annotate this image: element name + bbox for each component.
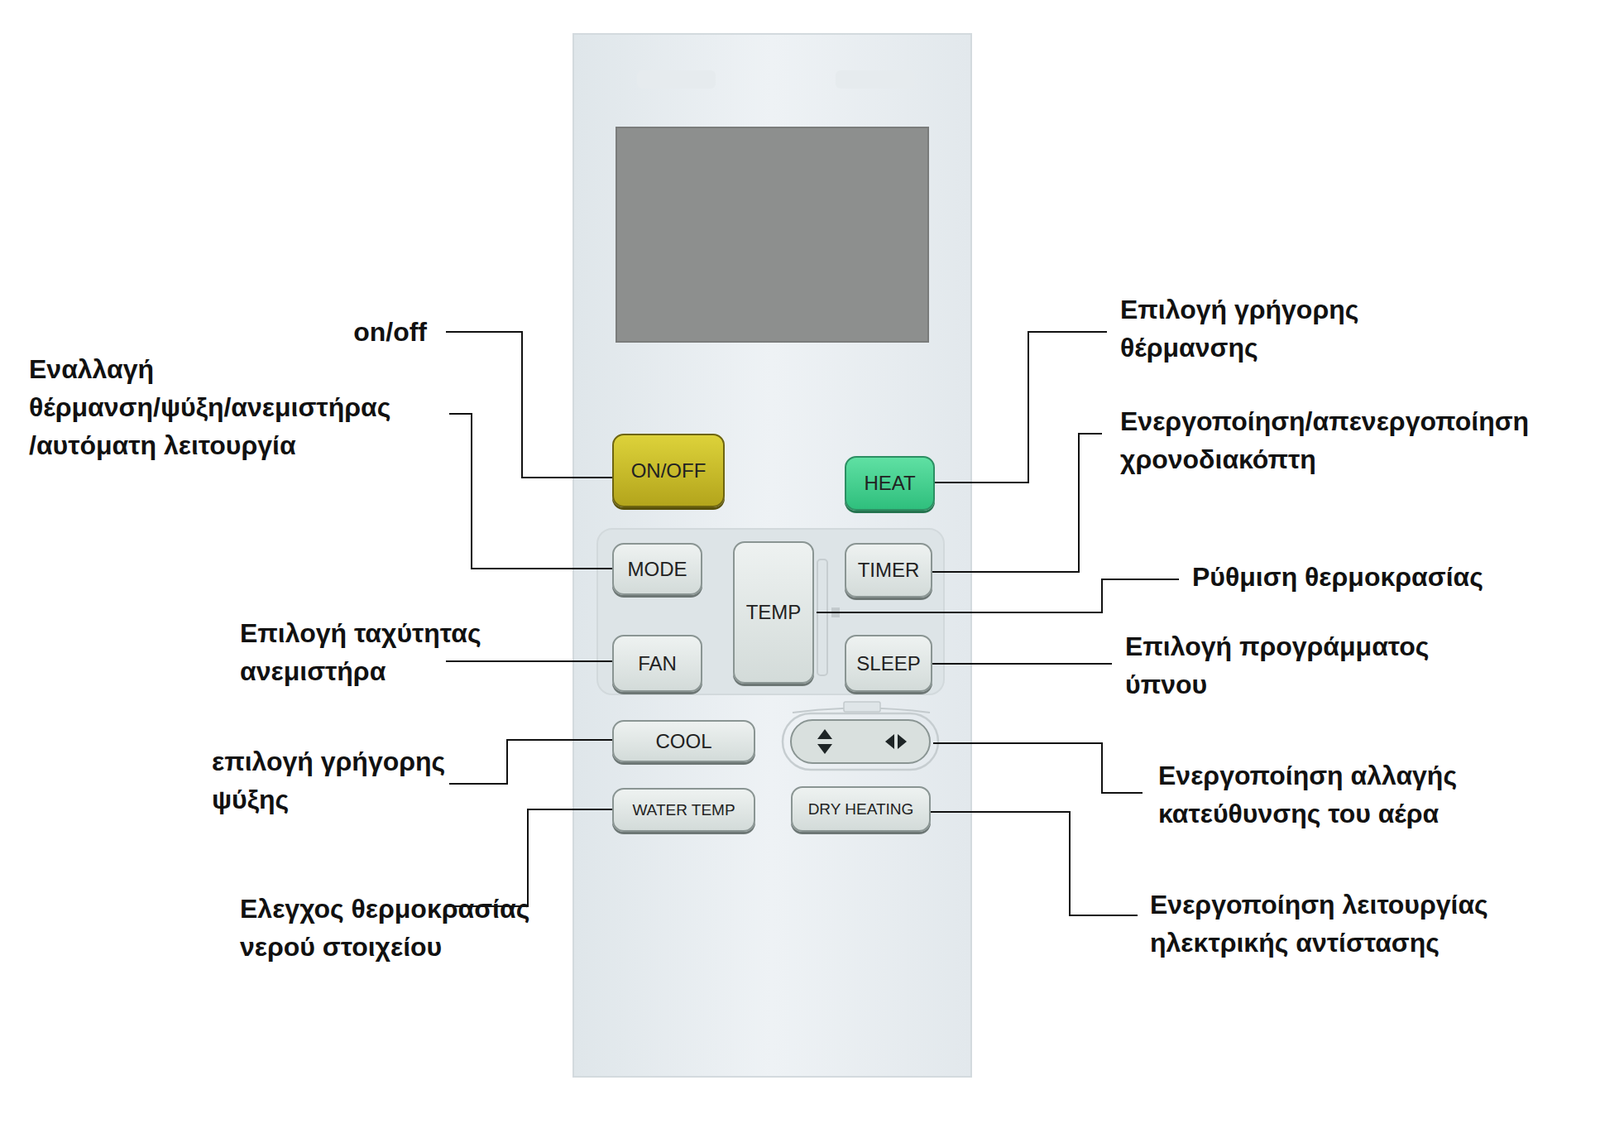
label-word: θέρμανσης [1120,332,1259,363]
arrow-down [817,743,833,754]
label-word: Επιλογή [1120,294,1227,325]
callout-label: Ενεργοποίηση/απενεργοποίηση χρονοδιακόπτ… [1120,402,1584,479]
label-word: γρήγορης [320,746,446,777]
label-word: ηλεκτρικής [1149,927,1289,958]
callout-label: Επιλογή ταχύτητας ανεμιστήρα [239,613,522,690]
label-word: Ρύθμιση [1192,561,1298,592]
callout-label: Ενεργοποίηση αλλαγής κατεύθυνσης του αέρ… [1158,756,1490,833]
arrow-up [817,728,833,739]
button-text: FAN [637,651,677,676]
label-word: νερού [239,931,316,962]
arrow-right [897,733,907,749]
button-text: SLEEP [856,651,920,676]
label-word: αντίστασης [1295,927,1440,958]
leader-line [933,742,1143,793]
label-word: επιλογή [211,746,314,777]
label-word: γρήγορης [1234,294,1359,325]
label-word: /αυτόματη [28,430,157,460]
remote-body [573,33,972,1077]
label-word: ύπνου [1125,669,1208,700]
remote-button: ON/OFF [612,433,725,508]
callout-label: on/off [353,312,427,351]
label-word: ανεμιστήρα [239,656,386,686]
button-text: ON/OFF [631,459,707,483]
remote-mark [835,70,915,89]
label-word: χρονοδιακόπτη [1120,444,1317,475]
button-text: HEAT [863,471,915,495]
leader-line [930,662,1112,665]
button-text: COOL [655,729,712,753]
leader-line [445,660,614,662]
label-word: ψύξης [211,784,289,815]
callout-label: Επιλογή γρήγορης θέρμανσης [1120,290,1394,367]
callout-label: Ελεγχος θερμοκρασίας νερού στοιχείου [239,889,535,966]
label-word: Επιλογή [239,617,347,648]
lcd-screen [616,127,929,342]
remote-mark [637,70,716,89]
callout-label: Ρύθμιση θερμοκρασίας [1192,557,1484,596]
leader-line [449,739,614,784]
button-text: TIMER [857,558,920,582]
leader-line [445,809,614,906]
label-word: στοιχείου [322,931,442,962]
leader-line [929,811,1138,915]
remote-button: HEAT [844,455,935,511]
leader-line [930,433,1102,572]
label-word: θερμοκρασίας [1304,561,1484,592]
remote-button: FAN [612,634,703,692]
arrow-left [885,733,895,749]
label-word: Επιλογή [1125,631,1232,662]
remote-button: COOL [612,719,756,762]
leader-line [933,331,1107,483]
remote-button: DRY HEATING [790,785,931,832]
remote-button: TIMER [844,542,933,598]
callout-label: Ενεργοποίηση λειτουργίας ηλεκτρικής αντί… [1149,885,1531,962]
label-word: Εναλλαγή [28,354,154,384]
button-text: WATER TEMP [632,800,735,820]
label-word: Ελεγχος [239,893,345,924]
label-word: κατεύθυνσης [1158,798,1321,829]
remote-button: TEMP [732,541,815,684]
label-word: θερμοκρασίας [350,893,530,924]
label-word: Ενεργοποίηση [1149,889,1336,920]
button-text: MODE [627,557,688,581]
remote-button: MODE [612,542,703,595]
label-word: ταχύτητας [354,617,482,648]
callout-label: επιλογή γρήγορης ψύξης [211,742,477,819]
swing-mark [843,701,881,712]
label-word: αέρα [1378,798,1440,829]
leader-line [449,413,614,569]
remote-button: SLEEP [844,634,933,692]
swing-button [790,719,930,763]
label-word: Ενεργοποίηση/απενεργοποίηση [1120,406,1529,436]
leader-lines [445,331,1179,915]
button-text: TEMP [746,600,802,624]
remote-button: WATER TEMP [612,787,756,832]
label-word: του [1327,798,1371,829]
button-text: DRY HEATING [808,800,915,819]
swing-outline [782,713,939,770]
label-word: θέρμανση/ψύξη/ανεμιστήρας [28,392,391,422]
temp-rocker-mark [817,559,828,676]
label-word: αλλαγής [1350,760,1458,791]
label-word: λειτουργία [163,430,297,460]
label-word: on/off [353,316,427,347]
callout-label: Επιλογή προγράμματος ύπνου [1125,627,1457,704]
callout-label: Εναλλαγή θέρμανση/ψύξη/ανεμιστήρας /αυτό… [28,349,476,465]
label-word: λειτουργίας [1342,889,1489,920]
label-word: Ενεργοποίηση [1158,760,1344,791]
label-word: προγράμματος [1239,631,1430,662]
